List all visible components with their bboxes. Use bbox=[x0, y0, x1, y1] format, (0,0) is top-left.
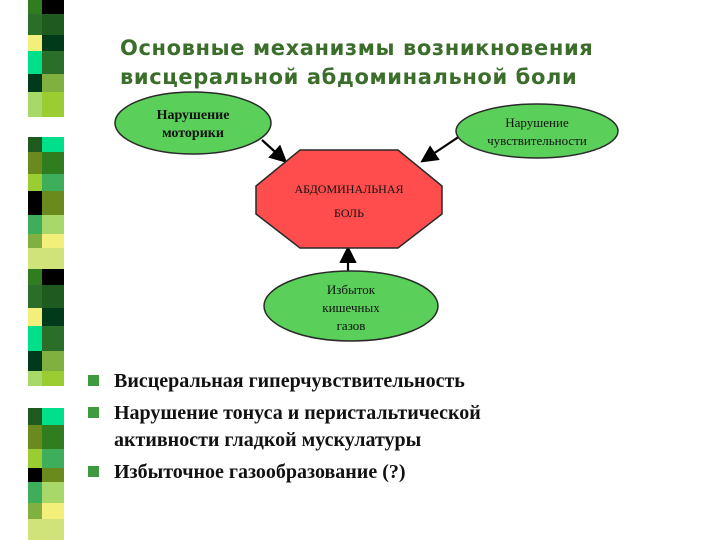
gases-label-line-1: Избыток bbox=[327, 282, 376, 297]
decorative-stripe-bar bbox=[28, 0, 64, 540]
slide-title-line-2: висцеральной абдоминальной боли bbox=[120, 65, 578, 89]
bullet-text-line-1: Висцеральная гиперчувствительность bbox=[114, 370, 465, 392]
bullet-item: Нарушение тонуса и перистальтической акт… bbox=[88, 400, 688, 454]
gases-label-line-2: кишечных bbox=[322, 300, 380, 315]
motility-label-line-2: моторики bbox=[162, 126, 224, 141]
abdominal-pain-label-line-2: БОЛЬ bbox=[334, 206, 364, 220]
abdominal-pain-node: АБДОМИНАЛЬНАЯ БОЛЬ bbox=[255, 149, 443, 249]
sensitivity-label-line-1: Нарушение bbox=[505, 115, 569, 130]
intestinal-gas-node: Избыток кишечных газов bbox=[263, 270, 439, 342]
square-bullet-icon bbox=[88, 375, 99, 386]
square-bullet-icon bbox=[88, 466, 99, 477]
motility-label-line-1: Нарушение bbox=[157, 108, 230, 123]
square-bullet-icon bbox=[88, 407, 99, 418]
bullet-item: Избыточное газообразование (?) bbox=[88, 459, 688, 486]
slide-title-line-1: Основные механизмы возникновения bbox=[120, 36, 594, 60]
arrow-motility-to-pain bbox=[261, 139, 288, 163]
arrow-sensitivity-to-pain bbox=[420, 135, 461, 163]
bullet-text-line-1: Избыточное газообразование (?) bbox=[114, 461, 406, 483]
gases-label-line-3: газов bbox=[337, 318, 366, 333]
abdominal-pain-label-line-1: АБДОМИНАЛЬНАЯ bbox=[295, 182, 404, 196]
slide-title: Основные механизмы возникновения висцера… bbox=[120, 34, 700, 92]
sensitivity-label-line-2: чувствительности bbox=[487, 133, 587, 148]
sensitivity-disorder-node: Нарушение чувствительности bbox=[455, 103, 619, 159]
motility-disorder-node: Нарушение моторики bbox=[114, 91, 272, 155]
bullet-text-line-1: Нарушение тонуса и перистальтической bbox=[114, 402, 481, 424]
bullet-item: Висцеральная гиперчувствительность bbox=[88, 368, 688, 395]
bullet-list: Висцеральная гиперчувствительность Наруш… bbox=[88, 368, 688, 491]
bullet-text-line-2: активности гладкой мускулатуры bbox=[114, 429, 422, 451]
